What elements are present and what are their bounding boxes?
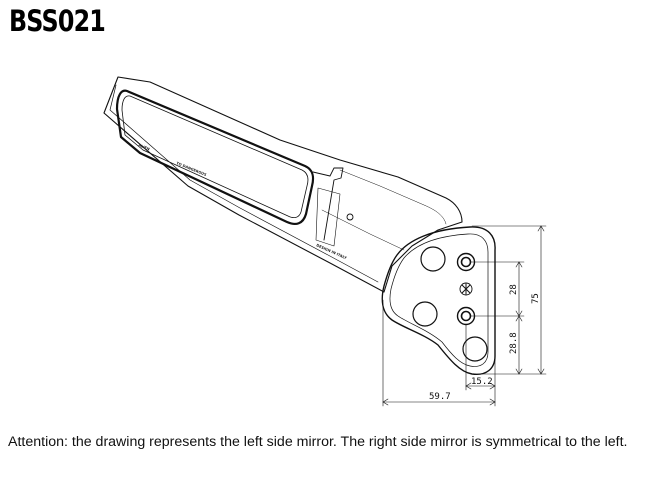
mirror-marking-2: TO DANGEROUS — [176, 161, 208, 177]
housing-ridge-line — [339, 169, 447, 225]
mirror-glass-inner — [121, 95, 309, 219]
mirror-marking-1: ALIEN — [138, 143, 151, 151]
center-fastener — [459, 282, 473, 296]
dimension-label-75: 75 — [531, 293, 541, 304]
dimension-label-15-2: 15.2 — [471, 377, 493, 387]
dimension-label-28: 28 — [509, 284, 519, 295]
mirror-housing-outline — [103, 76, 463, 293]
center-fastener-star — [461, 283, 471, 295]
dimension-lines — [382, 225, 547, 407]
mounting-hole-upper-left — [420, 246, 446, 272]
stem-outline — [312, 167, 344, 241]
mirror-glass — [115, 89, 315, 225]
mounting-plate-inner — [389, 233, 489, 367]
mounting-hole-lower-left — [412, 301, 438, 327]
attention-note: Attention: the drawing represents the le… — [8, 434, 628, 450]
product-code-title: BSS021 — [9, 4, 106, 38]
mounting-hole-bottom — [462, 336, 488, 362]
stem-panel — [315, 187, 341, 247]
bolt-lower-inner — [460, 310, 472, 322]
dimension-label-59-7: 59.7 — [429, 392, 451, 402]
bolt-upper-inner — [460, 256, 472, 268]
mounting-plate — [381, 226, 496, 376]
housing-ridge-line-2 — [321, 209, 405, 251]
stem-screw — [346, 213, 354, 221]
dimension-label-28-8: 28.8 — [509, 332, 519, 354]
housing-inner-contour — [109, 84, 379, 283]
